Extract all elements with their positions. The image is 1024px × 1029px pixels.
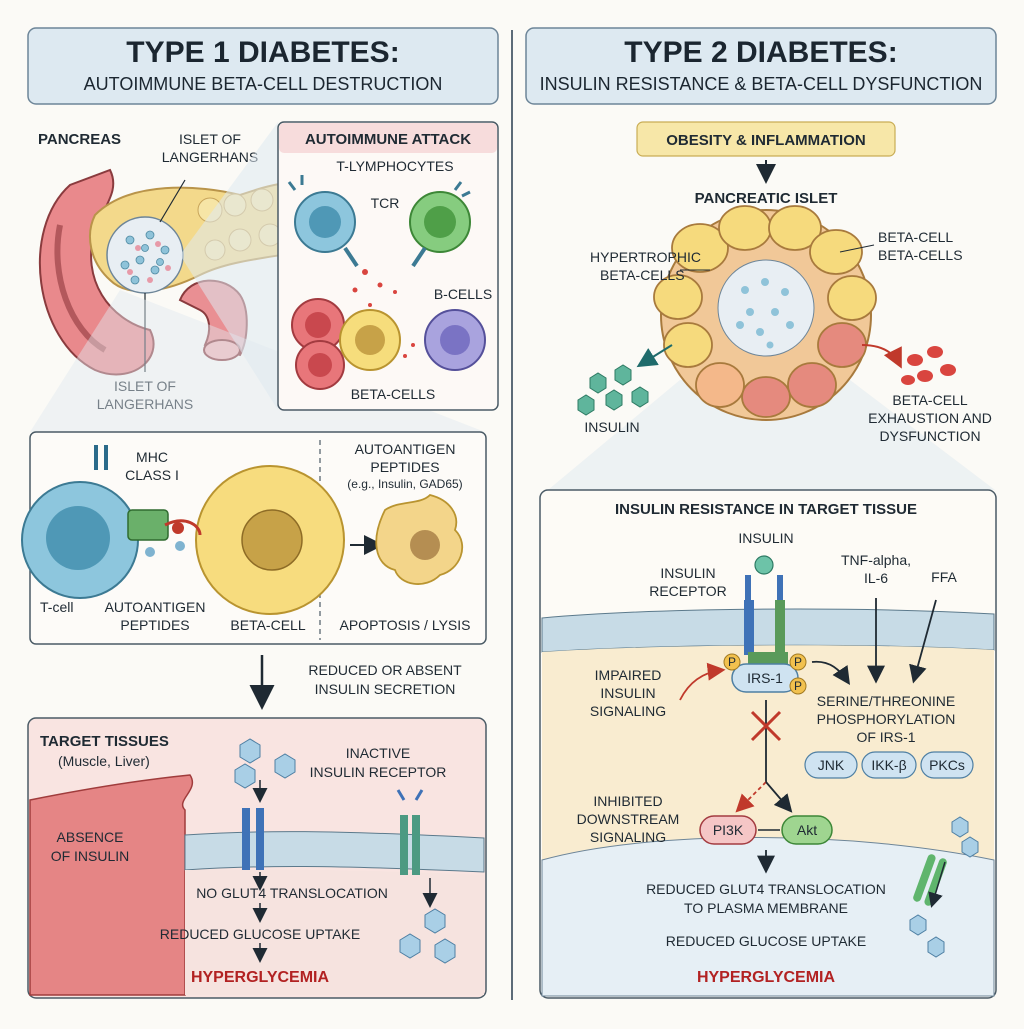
exhaustion-label-3: DYSFUNCTION [879,428,980,444]
inactive-label-2: INSULIN RECEPTOR [310,764,447,780]
ikk-chip: IKK-β [871,757,906,773]
mhc-label-1: MHC [136,449,168,465]
tnf-label-1: TNF-alpha, [841,552,911,568]
glut4-label-2: TO PLASMA MEMBRANE [684,900,848,916]
apoptosis-label: APOPTOSIS / LYSIS [340,617,471,633]
right-reduced-uptake-label: REDUCED GLUCOSE UPTAKE [666,933,866,949]
tnf-label-2: IL-6 [864,570,888,586]
exhaustion-label-2: EXHAUSTION AND [868,410,992,426]
peptides-label-3: (e.g., Insulin, GAD65) [347,477,462,491]
right-insulin-label: INSULIN [584,419,639,435]
islet-title: PANCREATIC ISLET [695,190,838,207]
zoom-wedge-right [548,380,995,490]
b-cells-label: B-CELLS [434,286,492,302]
obesity-label: OBESITY & INFLAMMATION [666,132,865,149]
left-subtitle: AUTOIMMUNE BETA-CELL DESTRUCTION [84,74,443,94]
p-marker-3: P [794,679,802,693]
exhaustion-arrow [861,344,902,369]
jnk-chip: JNK [818,757,845,773]
peptides-label-2: PEPTIDES [370,459,439,475]
attack-title: AUTOIMMUNE ATTACK [305,131,471,148]
t-lymphocytes-label: T-LYMPHOCYTES [336,158,453,174]
tissue-title: INSULIN RESISTANCE IN TARGET TISSUE [615,501,917,518]
t-cell-label: T-cell [40,599,73,615]
secretion-label-1: REDUCED OR ABSENT [308,662,462,678]
target-title: TARGET TISSUES [40,733,169,750]
right-hyperglycemia-label: HYPERGLYCEMIA [697,969,836,986]
left-hyperglycemia-label: HYPERGLYCEMIA [191,969,330,986]
mhc-beta-cell-label: BETA-CELL [230,617,305,633]
beta-label-1: BETA-CELL [878,229,953,245]
pancreatic-islet-illustration [653,205,877,421]
hypertrophic-label-2: BETA-CELLS [600,267,685,283]
pi3k-chip: PI3K [713,822,744,838]
irs1-label: IRS-1 [747,670,783,686]
tissue-insulin-label: INSULIN [738,530,793,546]
pkcs-chip: PKCs [929,757,965,773]
insulin-resistance-box [539,489,997,999]
absence-label-1: ABSENCE [57,829,124,845]
p-marker-2: P [794,655,802,669]
impaired-label-3: SIGNALING [590,703,666,719]
mhc-label-2: CLASS I [125,467,179,483]
islet-bottom-label-1: ISLET OF [114,378,176,394]
exhausted-cells [901,346,956,385]
tcr-label: TCR [371,195,400,211]
left-title: TYPE 1 DIABETES: [126,36,399,69]
ffa-label: FFA [931,569,957,585]
receptor-label-2: RECEPTOR [649,583,727,599]
mhc-autoantigen-label-2: PEPTIDES [120,617,189,633]
inhibited-label-1: INHIBITED [593,793,662,809]
p-marker-1: P [728,655,736,669]
inhibited-label-3: SIGNALING [590,829,666,845]
absence-label-2: OF INSULIN [51,848,130,864]
serine-label-3: OF IRS-1 [856,729,915,745]
no-glut4-label: NO GLUT4 TRANSLOCATION [196,885,388,901]
islet-top-label-1: ISLET OF [179,131,241,147]
hypertrophic-label-1: HYPERTROPHIC [590,249,701,265]
target-tissues-box [27,717,487,999]
right-subtitle: INSULIN RESISTANCE & BETA-CELL DYSFUNCTI… [540,74,983,94]
zoom-wedge-top [180,122,278,410]
akt-chip: Akt [797,822,817,838]
islet-bottom-label-2: LANGERHANS [97,396,193,412]
inactive-label-1: INACTIVE [346,745,411,761]
inhibited-label-2: DOWNSTREAM [577,811,680,827]
mhc-autoantigen-label-1: AUTOANTIGEN [105,599,206,615]
serine-label-2: PHOSPHORYLATION [817,711,956,727]
left-reduced-uptake-label: REDUCED GLUCOSE UPTAKE [160,926,360,942]
pancreas-label: PANCREAS [38,131,121,148]
target-sub: (Muscle, Liver) [58,753,150,769]
exhaustion-label-1: BETA-CELL [892,392,967,408]
obesity-box [636,121,896,157]
glut4-label-1: REDUCED GLUT4 TRANSLOCATION [646,881,886,897]
right-header: TYPE 2 DIABETES: INSULIN RESISTANCE & BE… [525,27,997,105]
beta-label-2: BETA-CELLS [878,247,963,263]
serine-label-1: SERINE/THREONINE [817,693,955,709]
islet-top-label-2: LANGERHANS [162,149,258,165]
mhc-box [21,431,487,645]
beta-cells-label: BETA-CELLS [351,386,436,402]
insulin-hexagons [577,364,649,416]
receptor-label-1: INSULIN [660,565,715,581]
left-header: TYPE 1 DIABETES: AUTOIMMUNE BETA-CELL DE… [27,27,499,105]
secretion-label-2: INSULIN SECRETION [315,681,456,697]
impaired-label-2: INSULIN [600,685,655,701]
insulin-arrow [636,344,673,368]
impaired-label-1: IMPAIRED [595,667,662,683]
right-title: TYPE 2 DIABETES: [624,36,897,69]
autoimmune-attack-box: AUTOIMMUNE ATTACK T-LYMPHOCYTES TCR B-CE… [277,121,499,411]
peptides-label-1: AUTOANTIGEN [355,441,456,457]
